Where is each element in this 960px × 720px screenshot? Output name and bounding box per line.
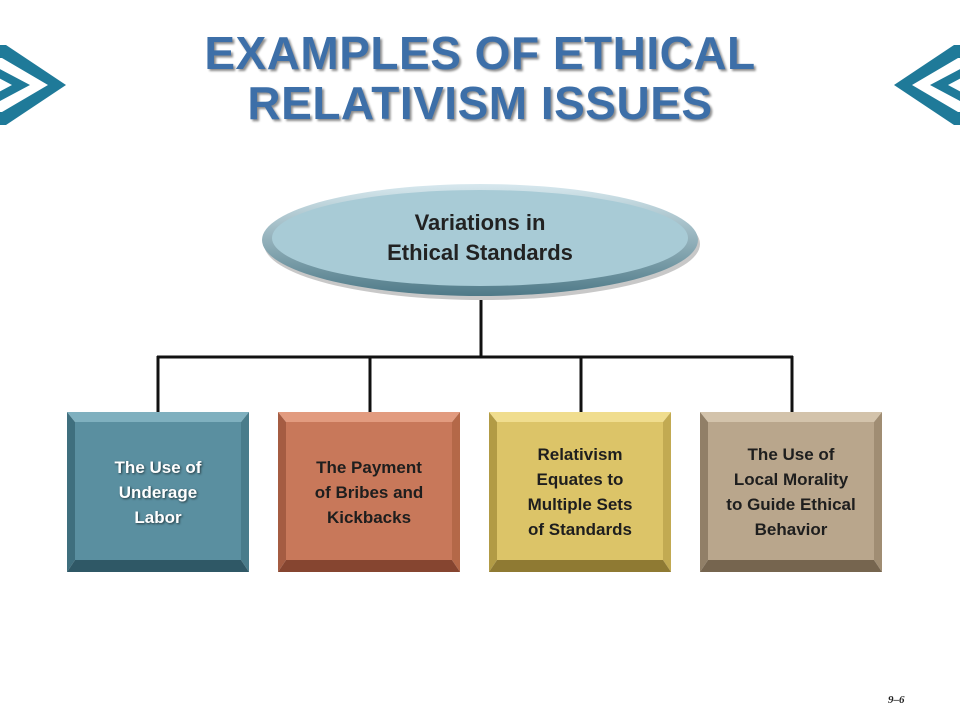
root-node-label: Variations in Ethical Standards xyxy=(258,208,702,268)
chevron-right-icon xyxy=(0,45,66,125)
bevel-frame xyxy=(278,412,460,572)
title-line-2: RELATIVISM ISSUES xyxy=(247,77,713,129)
bevel-frame xyxy=(489,412,671,572)
page-title: EXAMPLES OF ETHICAL RELATIVISM ISSUES xyxy=(0,28,960,128)
child-label: The Use of Underage Labor xyxy=(114,457,202,527)
slide-number: 9–6 xyxy=(888,694,905,706)
root-line-2: Ethical Standards xyxy=(387,240,573,265)
child-label: Relativism Equates to Multiple Sets of S… xyxy=(527,445,633,539)
child-label: The Payment of Bribes and Kickbacks xyxy=(314,457,424,527)
title-line-1: EXAMPLES OF ETHICAL xyxy=(204,27,756,79)
root-node-oval xyxy=(262,184,700,300)
child-node-bribes: The Payment of Bribes and Kickbacks xyxy=(278,412,460,572)
bevel-frame xyxy=(700,412,882,572)
chevron-left-icon xyxy=(894,45,960,125)
child-node-underage-labor: The Use of Underage Labor xyxy=(67,412,249,572)
root-line-1: Variations in xyxy=(414,210,546,235)
bevel-frame xyxy=(67,412,249,572)
child-node-multiple-standards: Relativism Equates to Multiple Sets of S… xyxy=(489,412,671,572)
child-node-local-morality: The Use of Local Morality to Guide Ethic… xyxy=(700,412,882,572)
child-label: The Use of Local Morality to Guide Ethic… xyxy=(726,445,856,539)
